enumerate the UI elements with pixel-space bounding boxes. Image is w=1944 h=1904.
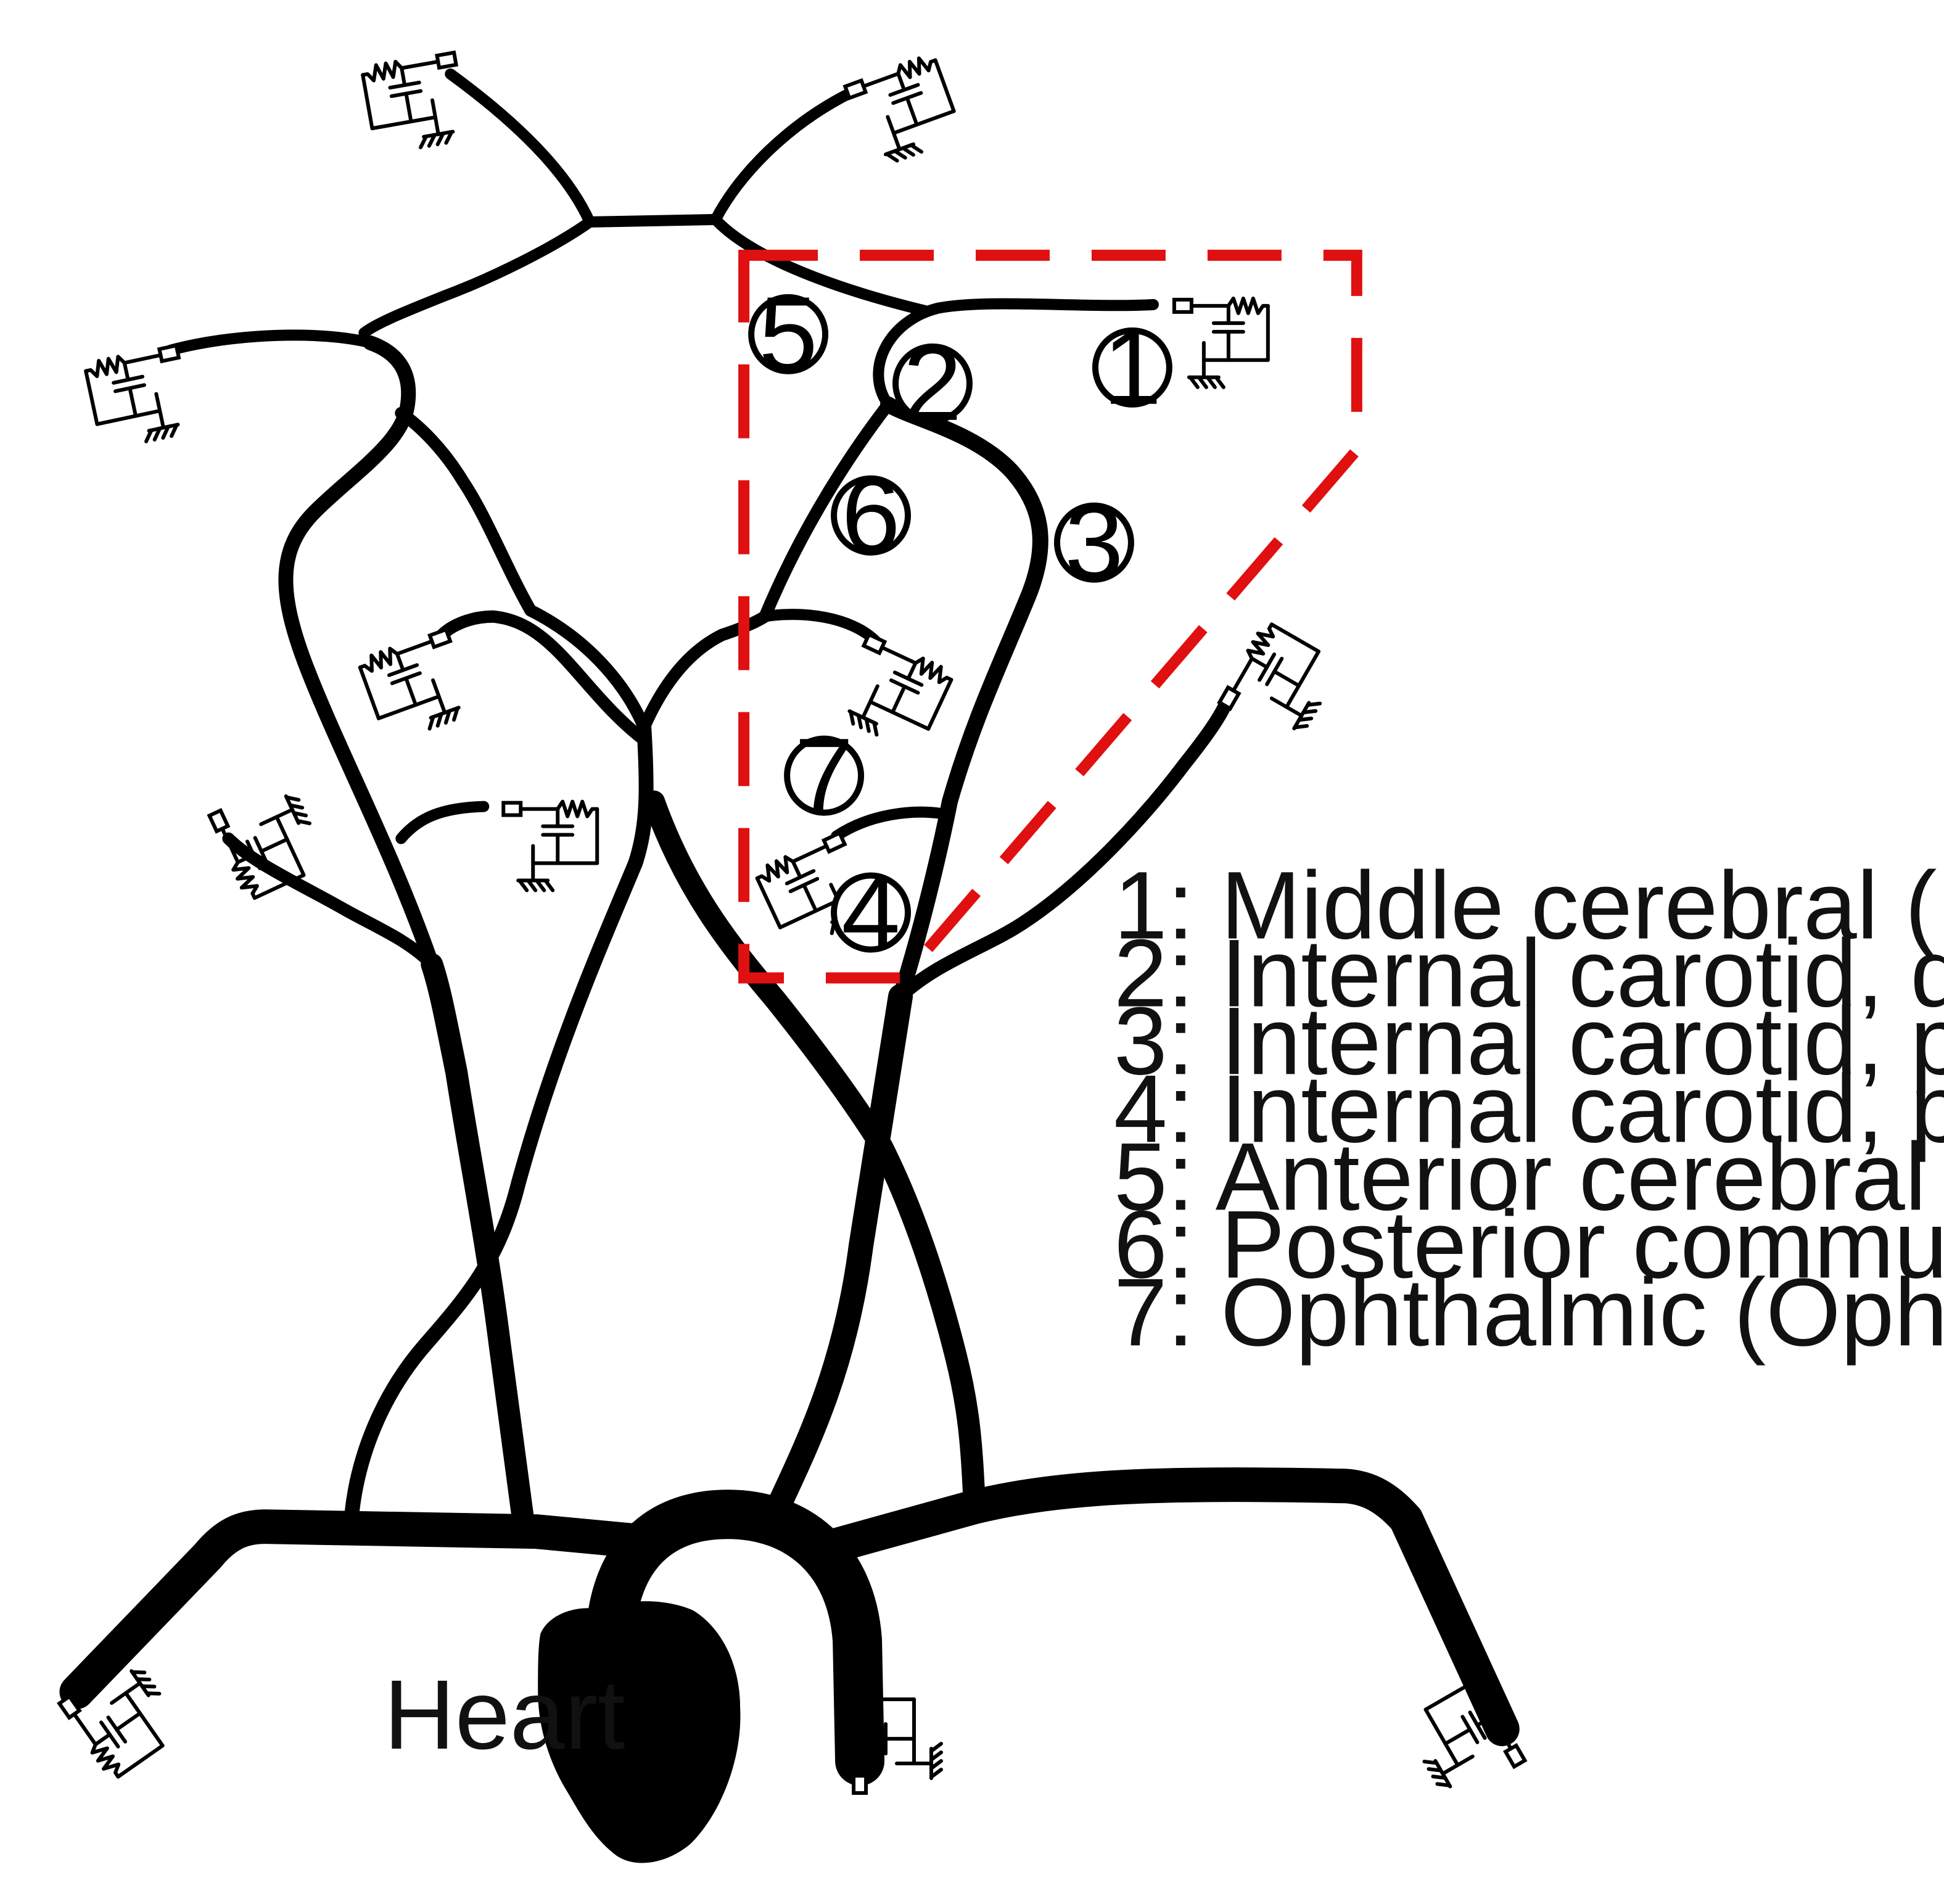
marker-4-label: 4 [841,854,900,972]
windkessel-rcr-icon [358,628,476,744]
right-ophthalmic [831,806,950,842]
heart-label: Heart [384,1659,625,1770]
windkessel-rcr-icon [845,53,963,168]
marker-6: 6 [831,456,912,575]
windkessel-rcr-icon [1174,299,1268,387]
marker-3: 3 [1053,484,1134,602]
legend-item-5: 5: Anterior cerebral (ACA) [1114,1123,1944,1230]
legend: 1: Middle cerebral (MCA) 2: Internal car… [1114,852,1944,1367]
right-internal-carotid [880,396,1048,1005]
legend-item-6: 6: Posterior communicating (PCoA) [1114,1191,1944,1298]
left-common-carotid [762,984,913,1527]
left-vertebral [344,720,654,1522]
right-aca [710,213,931,316]
marker-4: 4 [831,854,912,972]
left-aca-upper [445,68,596,228]
legend-item-2: 2: Internal carotid, distal (ICAd) [1114,920,1944,1027]
left-ophthalmic [395,801,490,844]
marker-5-label: 5 [759,275,818,394]
marker-7-label: 7 [794,717,854,835]
legend-item-4: 4: Internal carotid, proximal 1 (ICApp) [1114,1055,1944,1163]
windkessel-rcr-icon [1402,1679,1526,1805]
marker-2: 2 [892,324,973,443]
marker-2-label: 2 [903,324,962,443]
right-vertebral [643,790,986,1519]
left-pca-loop [435,610,651,746]
right-aca-upper [710,86,857,225]
windkessel-rcr-icon [361,51,469,155]
legend-item-1: 1: Middle cerebral (MCA) [1114,852,1944,960]
windkessel-rcr-icon [503,802,597,891]
marker-1-label: 1 [1103,308,1162,427]
legend-item-3: 3: Internal carotid, proximal 2 (ICApd) [1114,987,1944,1095]
left-mca [165,329,376,356]
legend-item-7: 7: Ophthalmic (Ophth) [1114,1259,1944,1366]
left-subclavian [59,1509,659,1710]
marker-6-label: 6 [841,456,900,575]
region-of-interest-box [738,249,1362,984]
windkessel-rcr-icon [1218,620,1342,746]
acom [584,213,722,228]
segment-markers: 1 2 3 4 5 6 7 [748,275,1172,972]
right-pca [759,609,882,647]
basilar-right [638,398,895,734]
left-aca [358,216,596,339]
basilar-left [395,406,651,734]
marker-7: 7 [784,717,865,835]
right-external-carotid [894,693,1234,1004]
windkessel-rcr-icon [84,344,195,450]
left-common-carotid-2 [421,953,536,1541]
left-internal-carotid [278,335,440,972]
right-mca [873,298,1159,410]
marker-5: 5 [748,275,829,394]
marker-1: 1 [1092,308,1172,427]
marker-3-label: 3 [1065,484,1124,602]
heart [538,1601,741,1863]
vessel-network [59,68,1520,1863]
windkessel-rcr-icon [208,778,329,901]
right-subclavian [797,1467,1520,1747]
